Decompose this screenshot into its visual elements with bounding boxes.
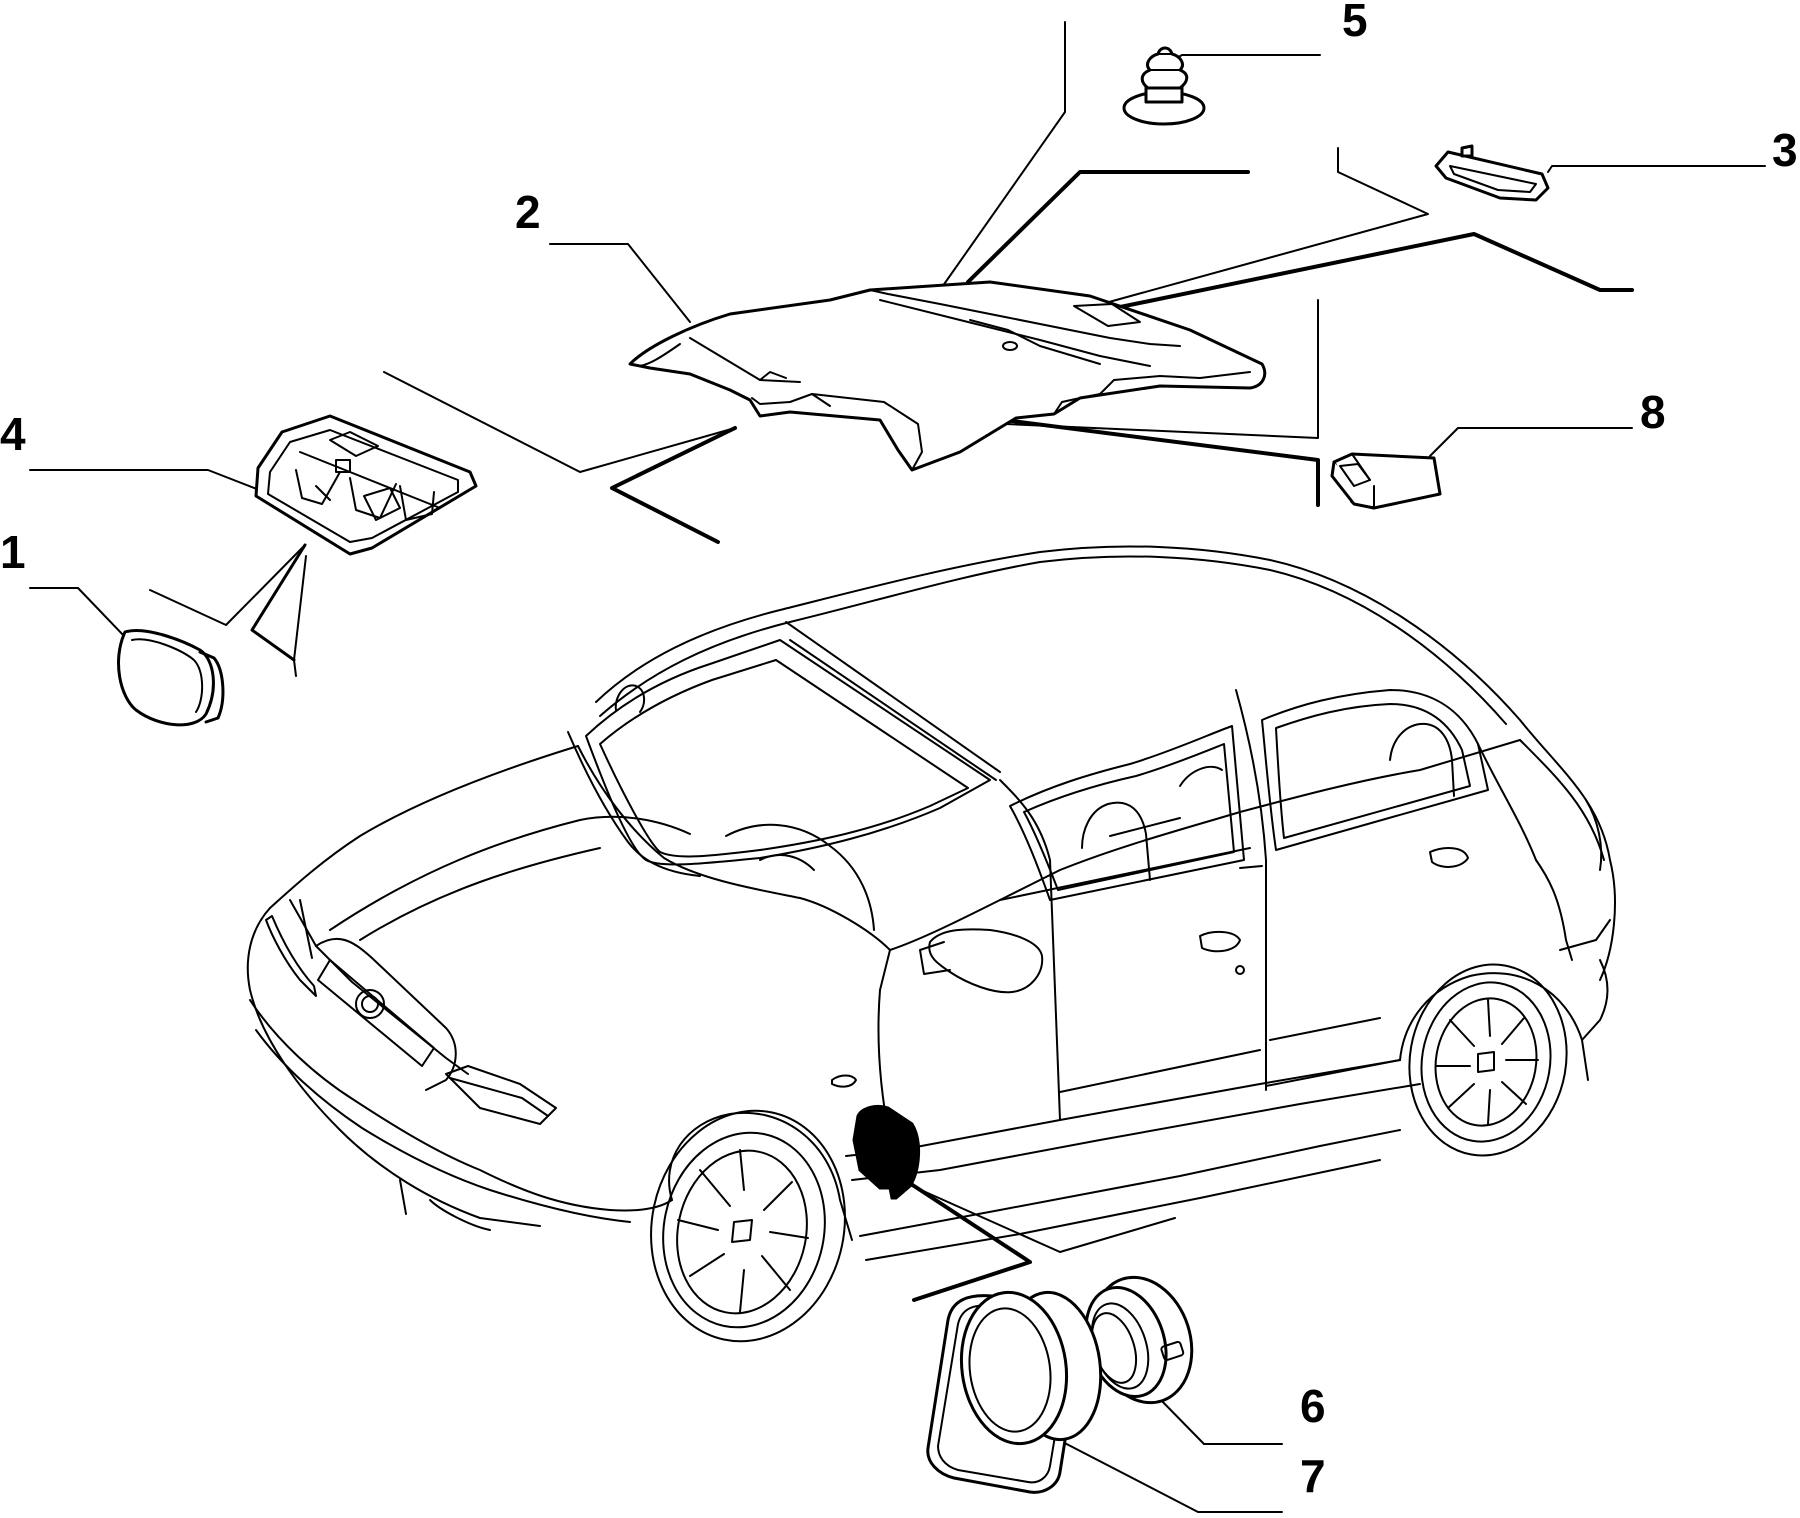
part-2-headliner <box>628 280 1267 472</box>
part-7-seal <box>926 1290 1103 1494</box>
part-8-bracket <box>1330 452 1442 510</box>
callout-4[interactable]: 4 <box>0 408 26 460</box>
callout-7[interactable]: 7 <box>1300 1450 1326 1502</box>
callout-1[interactable]: 1 <box>0 526 26 578</box>
part-5-push-clip <box>1122 46 1206 126</box>
callout-8[interactable]: 8 <box>1640 386 1666 438</box>
callout-3[interactable]: 3 <box>1772 124 1798 176</box>
callout-2[interactable]: 2 <box>515 186 541 238</box>
part-4-lamp-housing <box>254 414 478 556</box>
explosion-lines <box>149 21 1634 1302</box>
part-3-trim-clip <box>1434 144 1550 202</box>
part-mudflap-location <box>852 1104 921 1200</box>
part-1-lamp-lens <box>117 629 225 727</box>
car-illustration <box>246 545 1616 1343</box>
callout-5[interactable]: 5 <box>1342 0 1368 46</box>
leader-lines <box>29 54 1766 1513</box>
callout-6[interactable]: 6 <box>1300 1380 1326 1432</box>
